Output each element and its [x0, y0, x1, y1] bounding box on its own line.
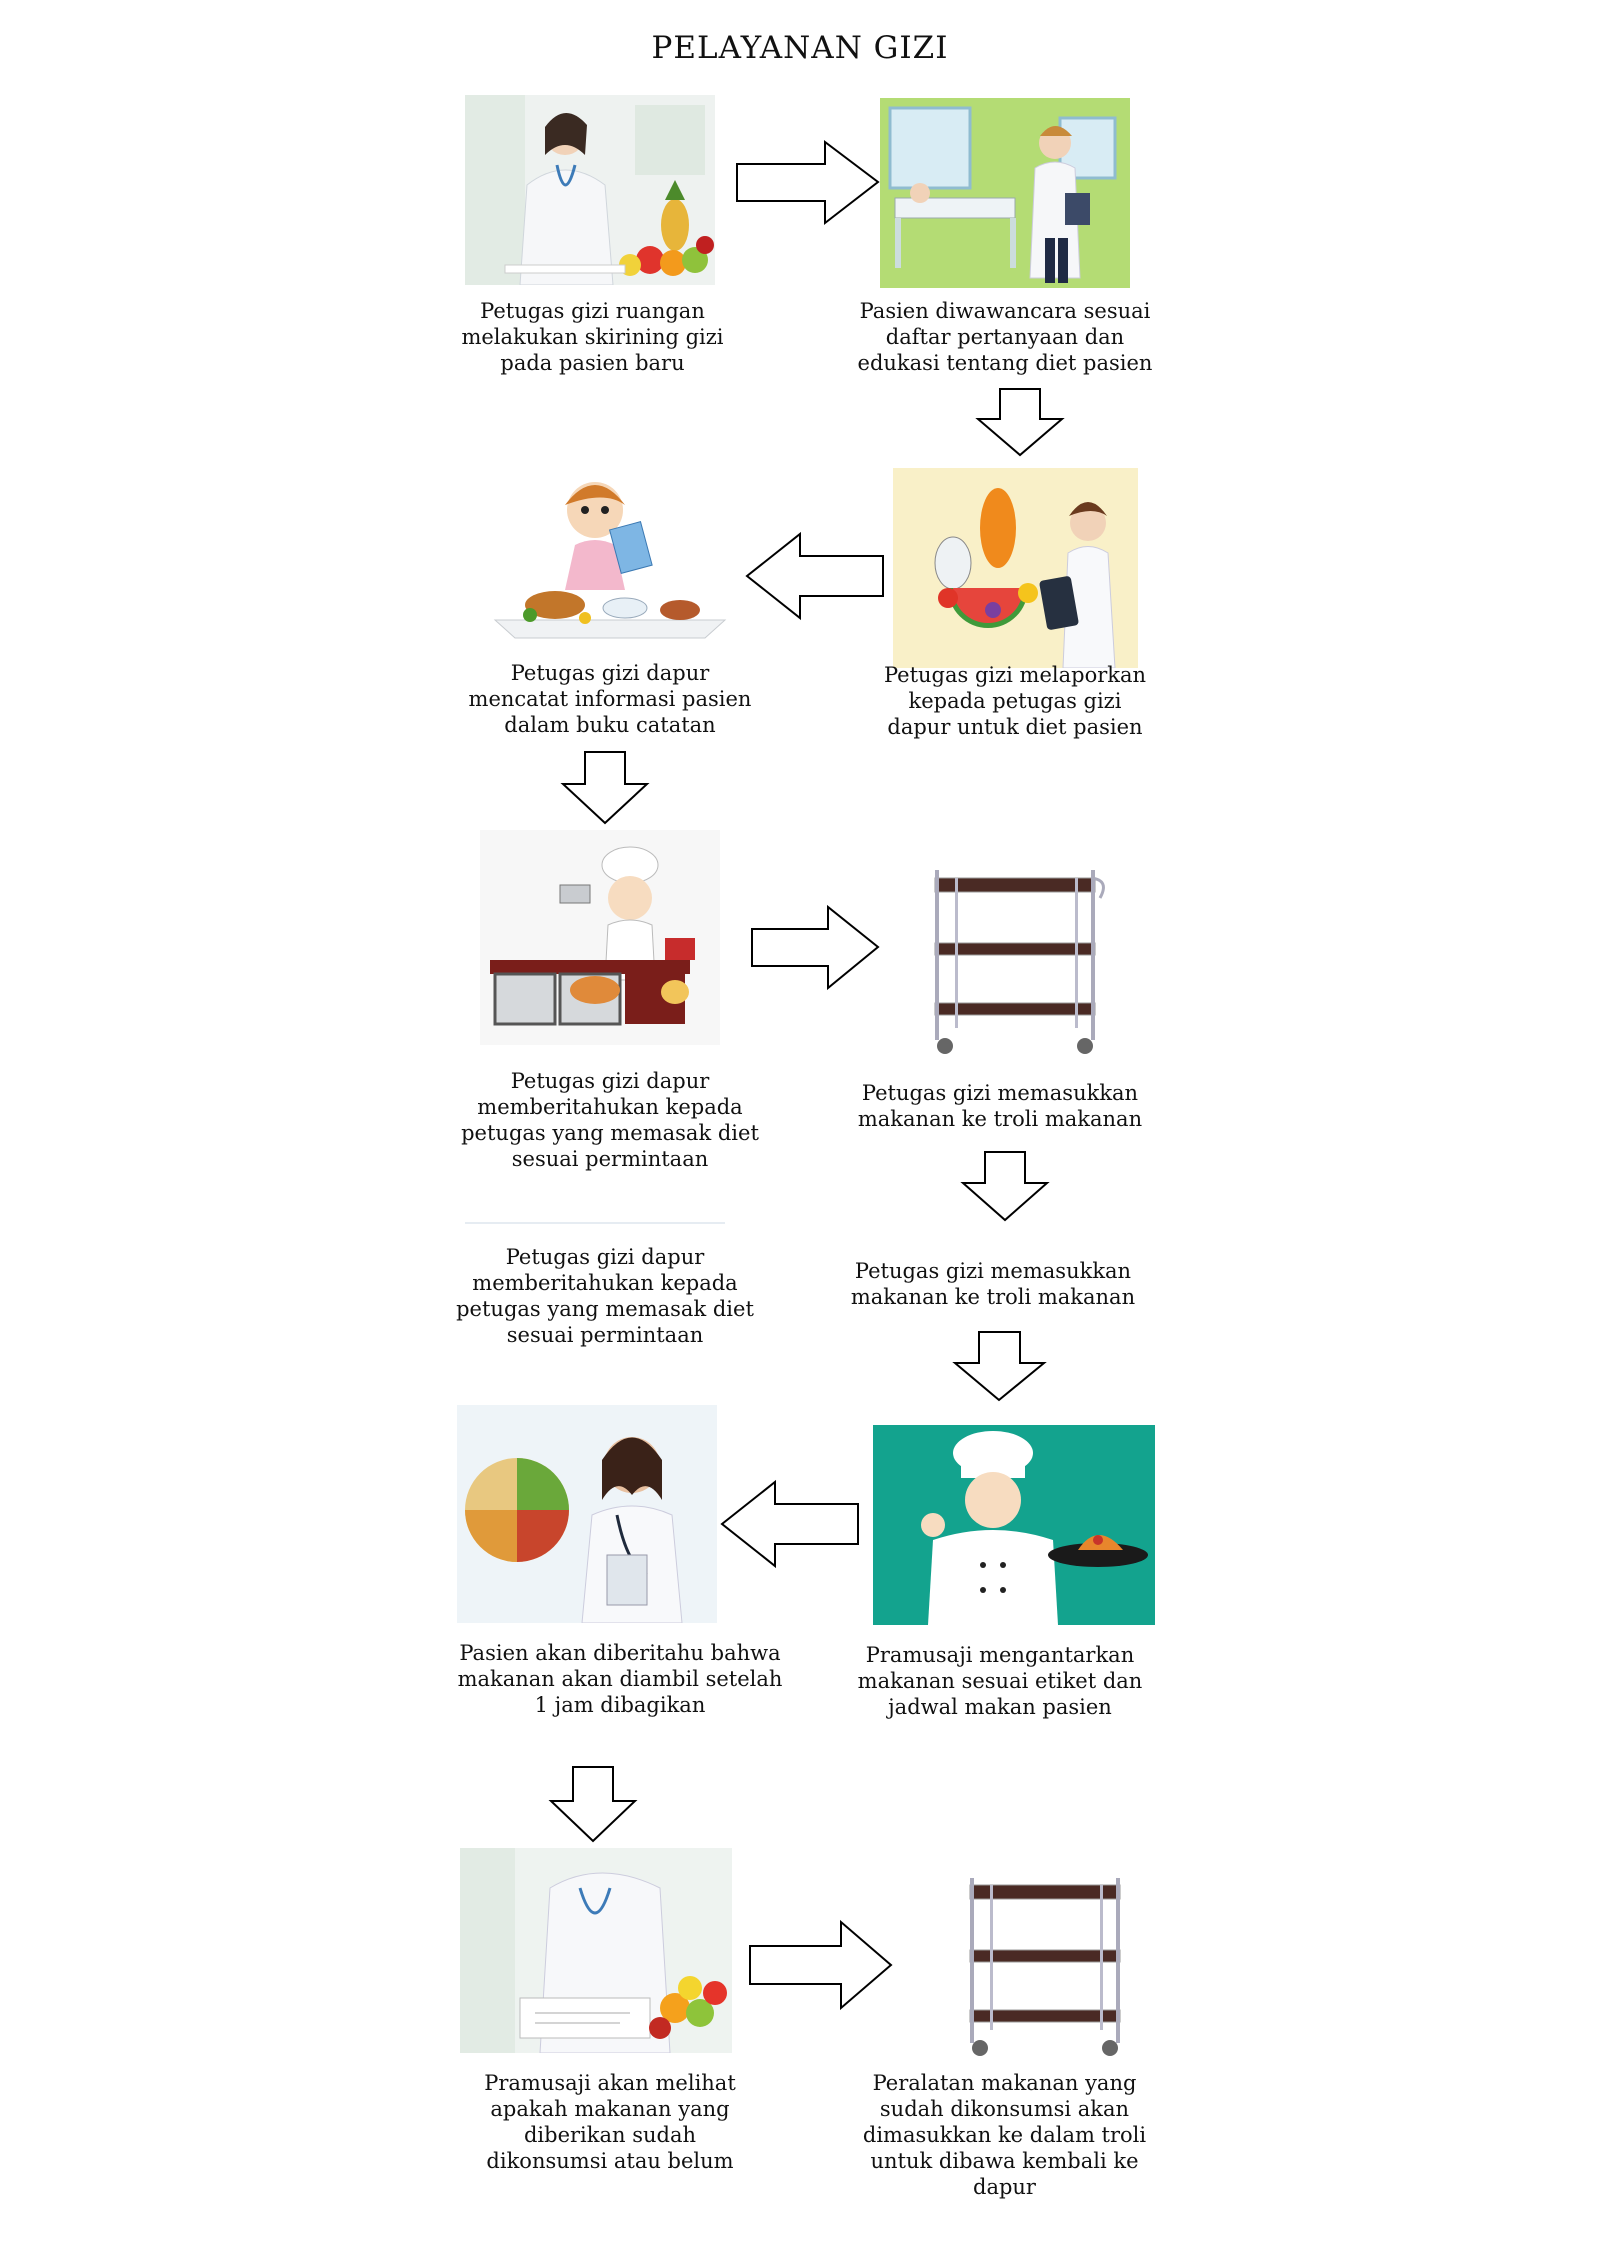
step-caption-notify-pickup: Pasien akan diberitahu bahwa makanan aka…	[457, 1641, 783, 1717]
cook-illustration	[480, 830, 720, 1045]
patient-interview-illustration	[880, 98, 1130, 288]
arrow-down-1	[975, 387, 1065, 457]
faded-divider	[465, 1222, 725, 1226]
step-caption-screening: Petugas gizi ruangan melakukan skirining…	[461, 299, 724, 375]
nutritionist-food-wheel-illustration	[457, 1405, 717, 1623]
step-caption-interview: Pasien diwawancara sesuai daftar pertany…	[857, 299, 1153, 375]
step-caption-notify-cook-repeat: Petugas gizi dapur memberitahukan kepada…	[456, 1245, 754, 1347]
step-caption-kitchen-notes: Petugas gizi dapur mencatat informasi pa…	[468, 661, 752, 737]
step-caption-return-to-kitchen: Peralatan makanan yang sudah dikonsumsi …	[862, 2071, 1147, 2199]
food-trolley-illustration	[915, 858, 1110, 1058]
nutritionist-screening-illustration	[465, 95, 715, 285]
arrow-left-2	[720, 1479, 860, 1569]
return-trolley-illustration	[955, 1870, 1135, 2060]
arrow-down-2	[560, 750, 650, 825]
arrow-right-3	[748, 1919, 893, 2011]
arrow-left-1	[745, 531, 885, 621]
step-caption-check-consumed: Pramusaji akan melihat apakah makanan ya…	[484, 2071, 736, 2173]
step-caption-notify-cook: Petugas gizi dapur memberitahukan kepada…	[461, 1069, 759, 1171]
arrow-down-3	[960, 1150, 1050, 1222]
arrow-right-2	[750, 904, 880, 991]
step-caption-trolley-repeat: Petugas gizi memasukkan makanan ke troli…	[850, 1259, 1136, 1309]
waiter-serving-illustration	[873, 1425, 1155, 1625]
step-caption-report: Petugas gizi melaporkan kepada petugas g…	[883, 663, 1147, 739]
arrow-down-5	[548, 1765, 638, 1843]
nutritionist-report-illustration	[893, 468, 1138, 668]
step-caption-trolley: Petugas gizi memasukkan makanan ke troli…	[857, 1081, 1143, 1131]
arrow-right-1	[735, 139, 880, 226]
page-title: PELAYANAN GIZI	[651, 30, 949, 66]
arrow-down-4	[952, 1330, 1047, 1402]
kitchen-nutritionist-illustration	[485, 470, 735, 650]
nutritionist-writing-illustration	[460, 1848, 732, 2053]
step-caption-waiter-deliver: Pramusaji mengantarkan makanan sesuai et…	[857, 1643, 1143, 1719]
